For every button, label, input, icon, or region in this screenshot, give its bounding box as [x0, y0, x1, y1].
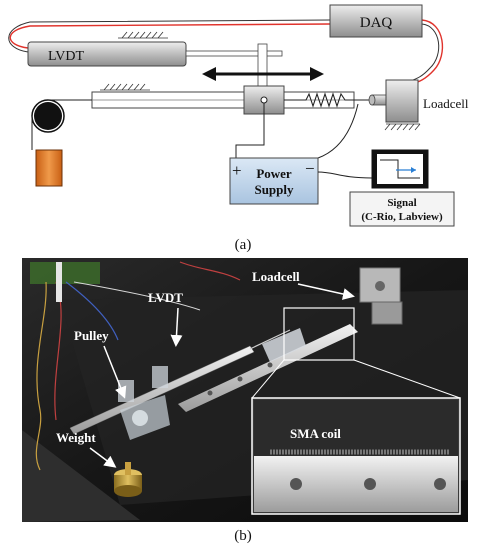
photo-zoom-source-box	[283, 307, 355, 361]
photo-linear-rail	[178, 324, 358, 412]
sma-spring	[284, 92, 372, 108]
lvdt-label: LVDT	[48, 49, 84, 64]
photo-weight-label: Weight	[56, 430, 96, 445]
daq-loadcell-wire-black	[409, 23, 440, 82]
signal-monitor	[371, 149, 429, 189]
daq-label: DAQ	[360, 15, 393, 31]
panel-a-schematic: DAQ LVDT	[8, 4, 469, 253]
lvdt-post	[257, 43, 268, 87]
power-minus-label: −	[305, 159, 315, 178]
photo-label-weight: Weight	[56, 430, 117, 468]
photo-loadcell-label: Loadcell	[252, 269, 300, 284]
power-supply-label-line2: Supply	[254, 182, 294, 197]
spring-power-wire	[317, 103, 359, 159]
motion-arrow	[202, 67, 324, 81]
carriage-power-wire	[235, 103, 265, 160]
power-supply: + − Power Supply	[229, 157, 319, 205]
photo-pulley-label: Pulley	[74, 328, 109, 343]
rail-ground-hatch	[100, 83, 150, 91]
pulley	[31, 99, 92, 150]
power-signal-wire	[317, 171, 373, 179]
photo-label-lvdt: LVDT	[148, 290, 183, 347]
loadcell-connector	[368, 94, 387, 106]
photo-lvdt-rod	[69, 329, 291, 435]
photo-zoom-inset: SMA coil	[251, 397, 461, 515]
signal-waveform-icon	[380, 159, 420, 179]
photo-loadcell	[359, 267, 403, 325]
loadcell: Loadcell	[385, 79, 469, 123]
daq-box: DAQ	[329, 4, 423, 38]
panel-a-caption: (a)	[235, 237, 252, 253]
lvdt-daq-wire-red	[9, 23, 331, 49]
photo-lvdt-label: LVDT	[148, 290, 183, 305]
lvdt-ground-hatch	[118, 31, 168, 39]
power-plus-label: +	[232, 161, 242, 180]
weight	[35, 149, 63, 187]
power-supply-label-line1: Power	[256, 166, 292, 181]
photo-weight	[114, 462, 142, 497]
photo-pulley	[120, 395, 170, 440]
panel-b-caption: (b)	[234, 528, 252, 544]
lvdt-sensor: LVDT	[27, 41, 283, 67]
photo-label-loadcell: Loadcell	[252, 269, 355, 300]
signal-label-box: Signal (C-Rio, Labview)	[349, 191, 455, 227]
signal-label-line2: (C-Rio, Labview)	[361, 211, 443, 223]
signal-label-line1: Signal	[387, 197, 416, 209]
panel-b-photo: SMA coil Loadcell LVDT Pulley Weight (b)	[22, 258, 468, 544]
loadcell-ground-hatch	[384, 123, 421, 131]
sma-coil-label: SMA coil	[290, 426, 341, 441]
photo-label-pulley: Pulley	[74, 328, 127, 399]
loadcell-label: Loadcell	[423, 96, 469, 111]
lvdt-daq-wire-black	[8, 19, 331, 53]
